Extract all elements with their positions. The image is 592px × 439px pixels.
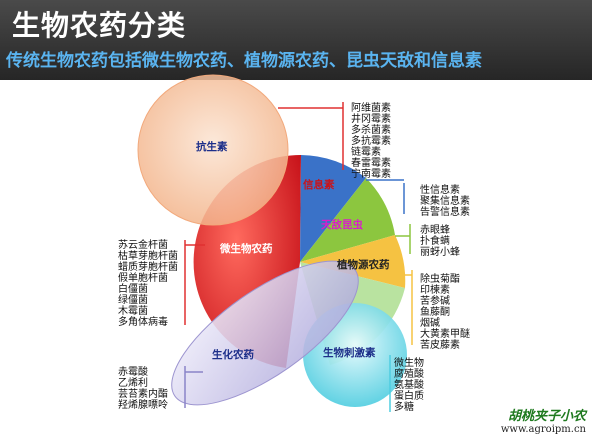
biochemical-label: 生化农药: [212, 348, 254, 361]
biochemical-ellipse: [171, 260, 359, 406]
list-item: 聚集信息素: [420, 194, 470, 207]
list-item: 木霉菌: [118, 305, 148, 317]
pheromone-connector: [366, 179, 405, 214]
list-item: 宁南霉素: [351, 167, 391, 180]
bio-stimulant-label: 生物刺激素: [323, 346, 376, 359]
list-item: 苦皮藤素: [420, 338, 460, 351]
list-item: 假单胞杆菌: [118, 271, 168, 284]
bio-stimulant-list: 微生物 腐殖酸 氨基酸 蛋白质 多糖: [394, 356, 424, 413]
pheromone-label: 信息素: [303, 178, 335, 191]
list-item: 枯草芽胞杆菌: [118, 249, 178, 262]
watermark: 胡桃夹子小农 www.agroipm.cn: [501, 405, 586, 435]
list-item: 羟烯腺嘌呤: [118, 398, 168, 411]
list-item: 多抗霉素: [351, 134, 391, 147]
list-item: 蜡质芽胞杆菌: [118, 260, 178, 273]
botanical-connector: [400, 270, 413, 345]
botanical-label: 植物源农药: [336, 258, 390, 271]
list-item: 微生物: [394, 356, 424, 369]
natural-enemy-connector: [395, 224, 411, 254]
list-item: 丽蚜小蜂: [420, 245, 460, 258]
antibiotic-label: 抗生素: [196, 140, 228, 153]
list-item: 多角体病毒: [118, 315, 168, 328]
list-item: 白僵菌: [118, 282, 148, 295]
list-item: 链霉素: [351, 145, 381, 158]
pheromone-list: 性信息素 聚集信息素 告警信息素: [420, 183, 470, 218]
list-item: 乙烯利: [118, 376, 148, 389]
header-banner: 生物农药分类 传统生物农药包括微生物农药、植物源农药、昆虫天敌和信息素: [0, 0, 592, 80]
list-item: 苦参碱: [420, 294, 450, 307]
microbial-connector: [184, 240, 205, 325]
natural-enemy-label: 天敌昆虫: [321, 218, 363, 231]
botanical-sector: [300, 235, 406, 288]
list-item: 腐殖酸: [394, 367, 424, 380]
biochemical-connector: [184, 366, 203, 408]
botanical-list: 除虫菊酯 印楝素 苦参碱 鱼藤酮 烟碱 大黄素甲醚 苦皮藤素: [420, 272, 470, 351]
list-item: 性信息素: [420, 183, 460, 196]
list-item: 苏云金杆菌: [118, 238, 168, 251]
pheromone-sector: [300, 155, 366, 262]
antibiotic-list: 阿维菌素 井冈霉素 多杀菌素 多抗霉素 链霉素 春雷霉素 宁南霉素: [351, 101, 391, 180]
antibiotic-circle: [137, 74, 289, 226]
list-item: 氨基酸: [394, 378, 424, 391]
list-item: 印楝素: [420, 283, 450, 296]
list-item: 井冈霉素: [351, 112, 391, 125]
list-item: 除虫菊酯: [420, 272, 460, 285]
list-item: 告警信息素: [420, 205, 470, 218]
list-item: 大黄素甲醚: [420, 327, 470, 340]
antibiotic-connector: [278, 102, 344, 170]
microbial-label: 微生物农药: [219, 242, 273, 255]
list-item: 蛋白质: [394, 389, 424, 402]
list-item: 芸苔素内酯: [118, 387, 168, 400]
list-item: 绿僵菌: [118, 293, 148, 306]
list-item: 鱼藤酮: [420, 305, 450, 318]
natural-enemy-sector: [300, 178, 395, 262]
list-item: 扑食螨: [420, 234, 450, 247]
page-title: 生物农药分类: [12, 9, 187, 42]
page-subtitle: 传统生物农药包括微生物农药、植物源农药、昆虫天敌和信息素: [6, 51, 482, 71]
watermark-name: 胡桃夹子小农: [507, 409, 586, 424]
watermark-url: www.agroipm.cn: [500, 424, 586, 435]
list-item: 多糖: [394, 400, 414, 413]
list-item: 烟碱: [420, 316, 440, 329]
list-item: 赤眼蜂: [420, 223, 450, 236]
list-item: 多杀菌素: [351, 123, 391, 136]
natural-enemy-list: 赤眼蜂 扑食螨 丽蚜小蜂: [420, 223, 460, 258]
list-item: 春雷霉素: [351, 156, 391, 169]
biochemical-list: 赤霉酸 乙烯利 芸苔素内酯 羟烯腺嘌呤: [118, 365, 168, 411]
list-item: 赤霉酸: [118, 365, 148, 378]
list-item: 阿维菌素: [351, 101, 391, 114]
microbial-list: 苏云金杆菌 枯草芽胞杆菌 蜡质芽胞杆菌 假单胞杆菌 白僵菌 绿僵菌 木霉菌 多角…: [118, 238, 178, 328]
